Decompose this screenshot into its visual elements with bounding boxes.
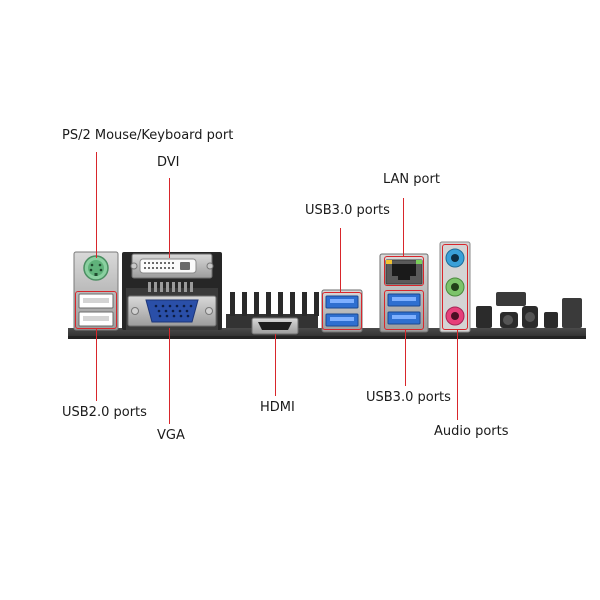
pcb-edge <box>68 336 586 339</box>
label-usb3-bottom: USB3.0 ports <box>366 390 451 405</box>
label-dvi: DVI <box>157 155 180 170</box>
label-usb3-top: USB3.0 ports <box>305 203 390 218</box>
usb3-port-icon <box>387 293 421 325</box>
usb3-left-highlight-box <box>322 292 362 330</box>
vga-leader <box>169 328 171 424</box>
audio-leader <box>457 330 459 420</box>
label-hdmi: HDMI <box>260 400 295 415</box>
label-ps2-port: PS/2 Mouse/Keyboard port <box>62 128 234 143</box>
usb3-stack-left <box>321 289 363 333</box>
board-components <box>476 292 582 328</box>
audio-highlight-box <box>442 244 468 330</box>
lan-leader <box>403 198 405 256</box>
dvi-connector-icon <box>130 253 214 279</box>
label-lan-port: LAN port <box>383 172 440 187</box>
audio-jack-icon <box>439 241 471 333</box>
usb3-top-leader <box>340 228 342 292</box>
label-usb2-ports: USB2.0 ports <box>62 405 147 420</box>
usb2-highlight-box <box>75 291 117 329</box>
usb3-bottom-leader <box>405 330 407 386</box>
hdmi-leader <box>275 334 277 396</box>
rj45-port-icon <box>385 259 423 285</box>
hdmi-port-icon <box>251 317 299 335</box>
lan-highlight-box <box>384 256 424 286</box>
usb3-port-icon <box>325 295 359 327</box>
usb3-right-highlight-box <box>384 290 424 330</box>
dvi-leader <box>169 178 171 258</box>
label-vga: VGA <box>157 428 185 443</box>
usb2-leader <box>96 329 98 401</box>
ps2-port-icon <box>83 255 109 281</box>
usb-port-icon <box>78 293 114 327</box>
pcb-board <box>68 328 586 338</box>
vga-connector-icon <box>127 295 217 327</box>
label-audio-ports: Audio ports <box>434 424 509 439</box>
dvi-vga-stack <box>122 252 222 330</box>
ps2-leader <box>96 152 98 258</box>
lan-usb3-stack <box>379 253 429 333</box>
